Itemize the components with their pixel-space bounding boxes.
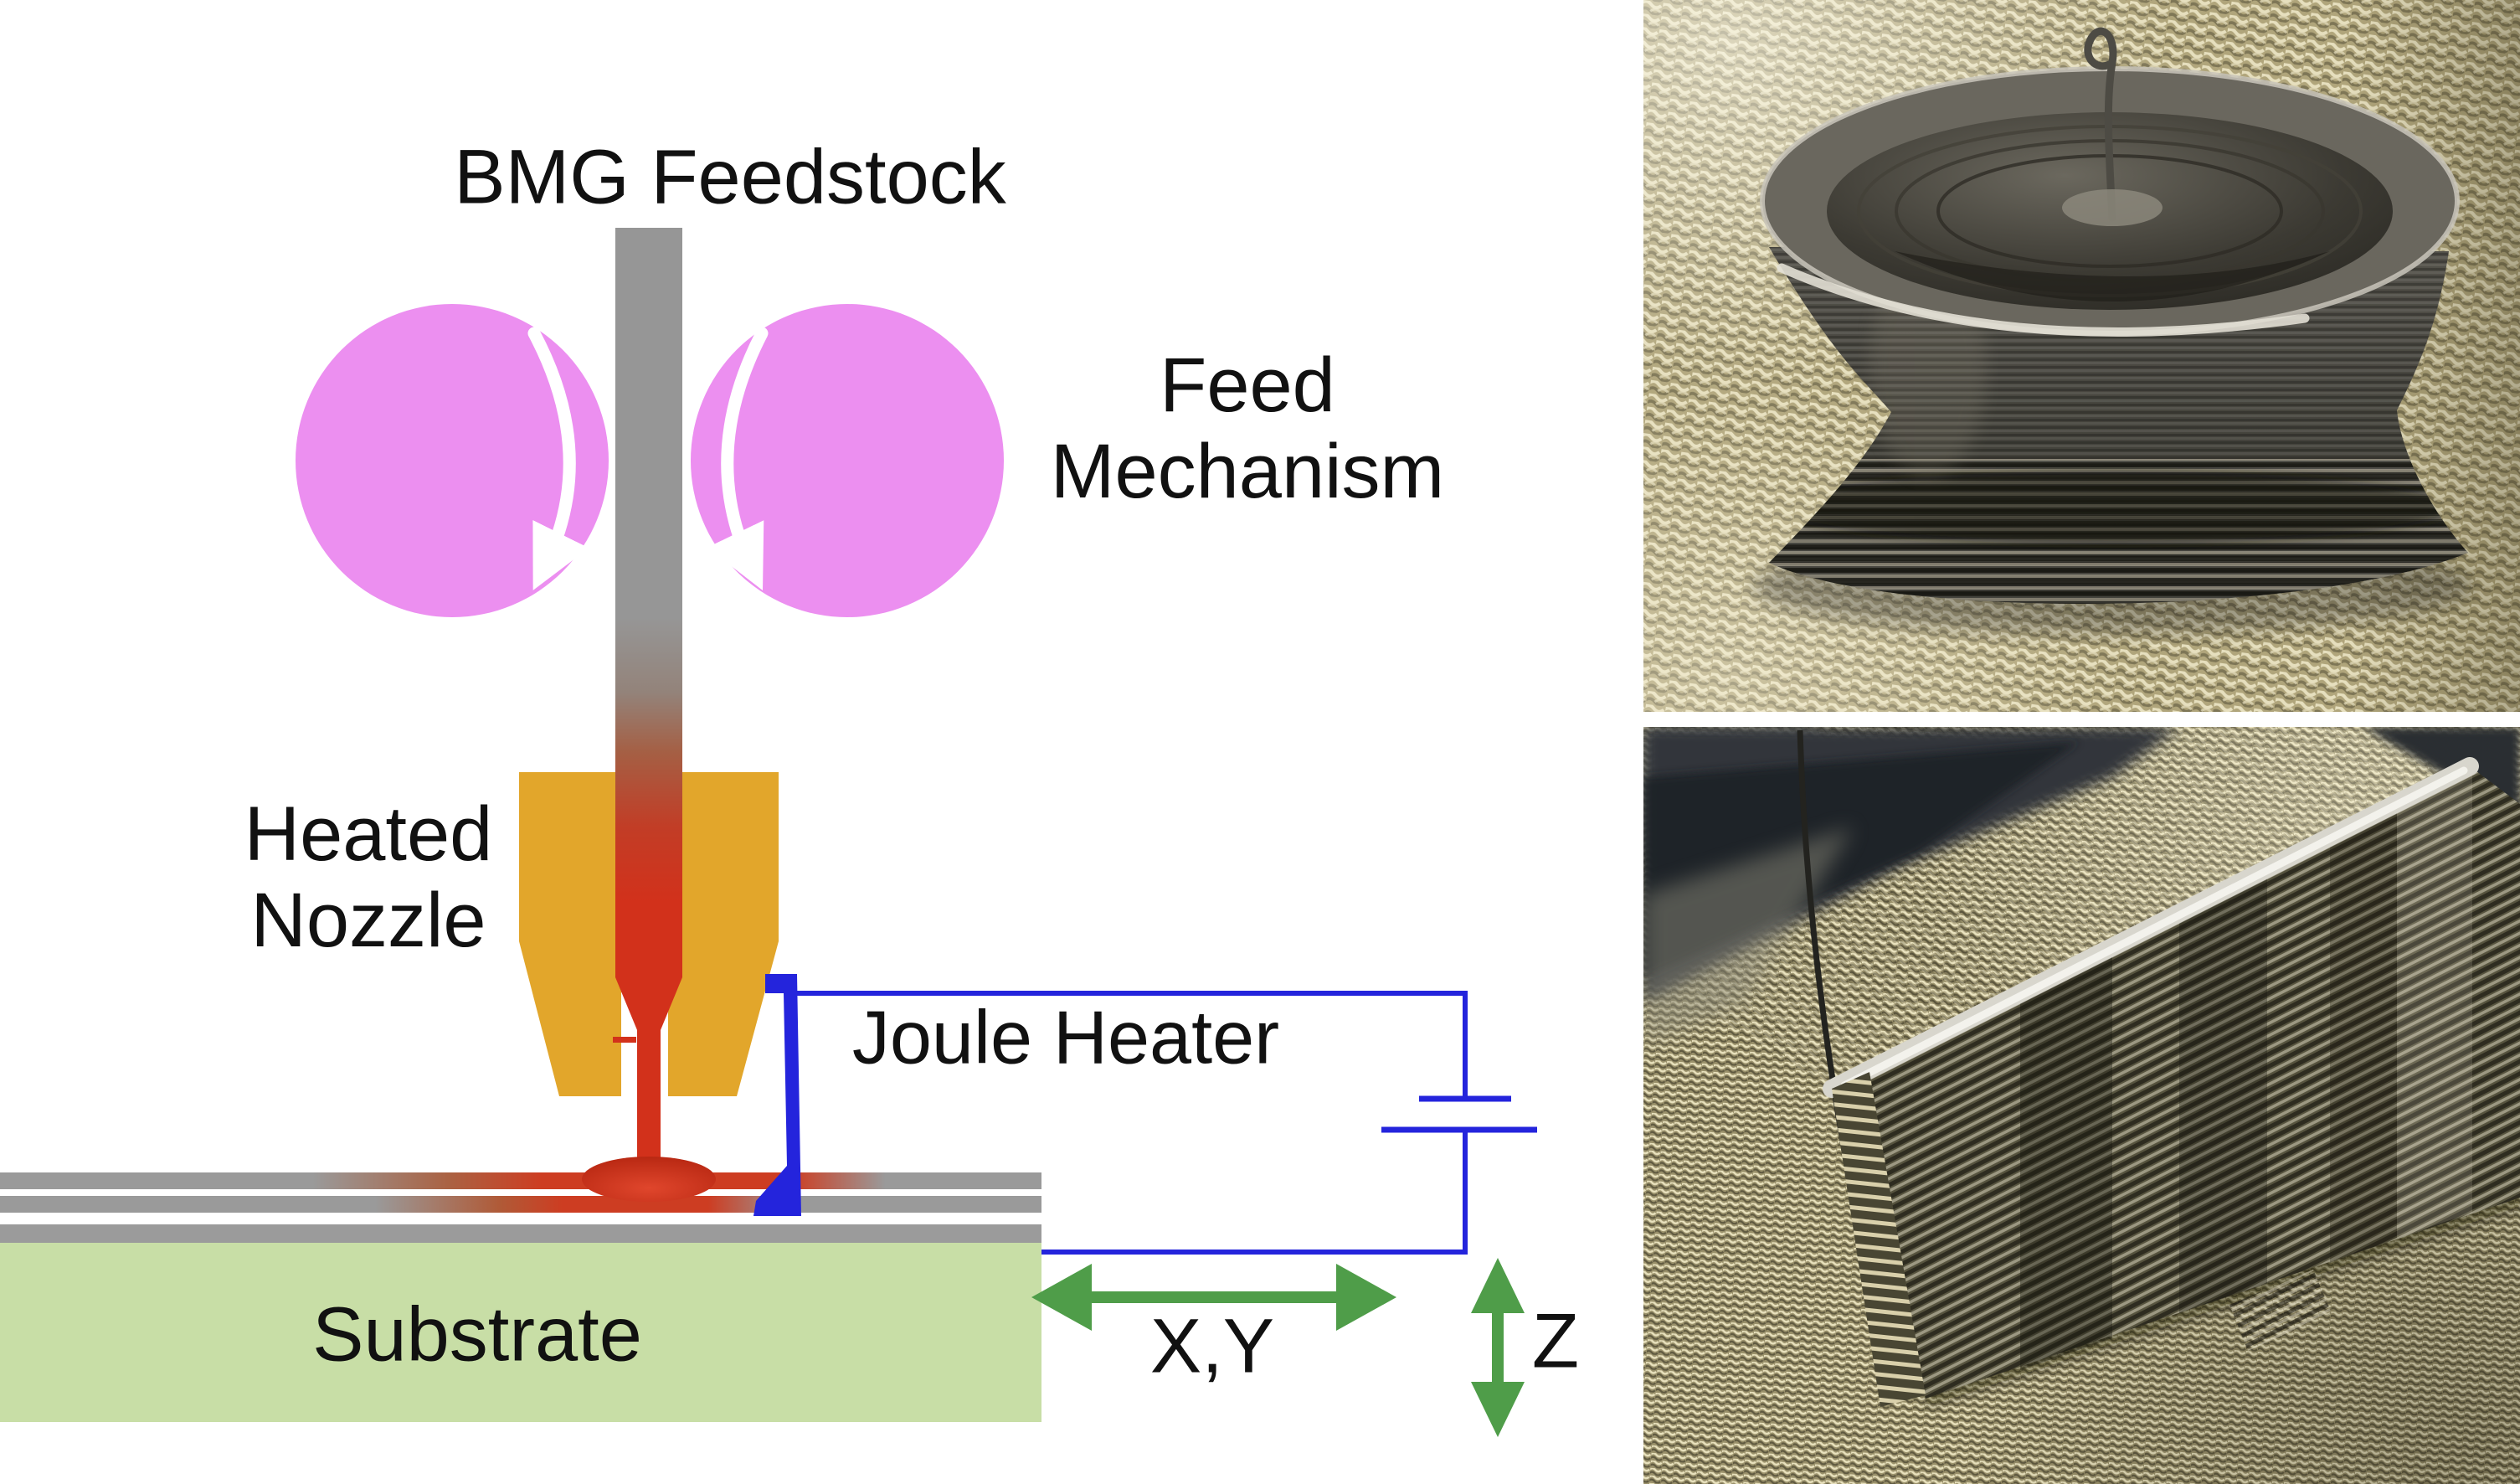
circuit-wire-top <box>797 991 1468 1099</box>
rod-taper <box>615 977 682 1030</box>
rotation-arrow-left-icon <box>527 327 589 590</box>
printed-trace-bottom <box>0 1196 1041 1213</box>
feed-roller-left <box>296 304 609 617</box>
molten-deposit <box>582 1157 716 1202</box>
printed-cup <box>1760 27 2468 604</box>
z-axis-label: Z <box>1531 1298 1580 1384</box>
joule-heater-label: Joule Heater <box>851 996 1280 1080</box>
melt-tick <box>613 1037 636 1043</box>
z-axis-arrow-icon <box>1471 1258 1525 1437</box>
circuit-wire-bottom <box>1041 1130 1468 1255</box>
feed-roller-right <box>691 304 1004 617</box>
xy-axis-arrow-icon <box>1031 1264 1396 1331</box>
substrate-label: Substrate <box>312 1291 642 1378</box>
printed-trace-top <box>0 1172 1041 1189</box>
feed-mechanism-label: Feed Mechanism <box>1050 342 1445 514</box>
bmg-feedstock-rod <box>615 228 682 977</box>
starter-wire-hook <box>2084 27 2117 222</box>
printed-wall-photo <box>1643 727 2520 1484</box>
molten-filament <box>637 1030 661 1174</box>
baseplate <box>0 1224 1041 1243</box>
printing-process-schematic <box>0 228 1537 1437</box>
printed-wall <box>1823 757 2520 1407</box>
printed-cup-photo <box>1643 0 2520 712</box>
substrate-block <box>0 1243 1041 1422</box>
heated-nozzle-label: Heated Nozzle <box>244 791 493 963</box>
rotation-arrow-right-icon <box>707 327 769 591</box>
joule-heater-electrode <box>753 974 801 1216</box>
bmg-feedstock-label: BMG Feedstock <box>454 134 1006 220</box>
xy-axis-label: X,Y <box>1149 1303 1275 1389</box>
